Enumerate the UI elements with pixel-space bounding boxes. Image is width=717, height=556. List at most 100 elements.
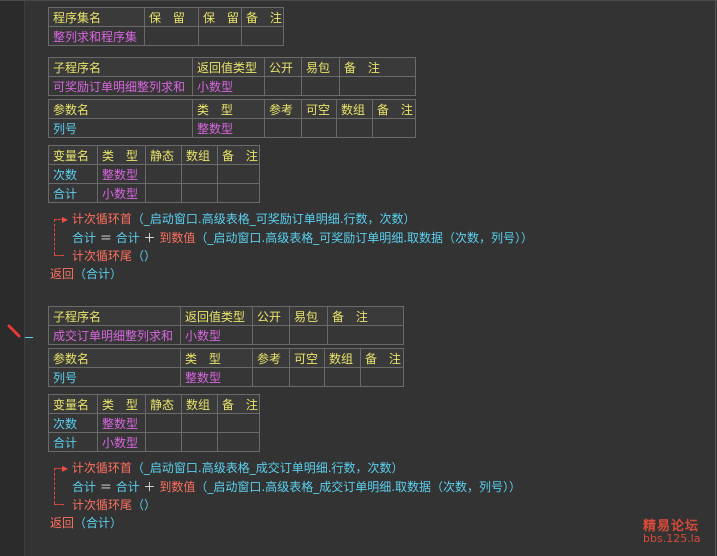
sub2-var-count-array[interactable] [181,413,218,433]
sub2-param-name-cell[interactable]: 列号 [48,367,181,387]
sub2-row[interactable]: 成交订单明细整列求和 小数型 [48,325,404,345]
sub2-header-table: 子程序名 返回值类型 公开 易包 备 注 成交订单明细整列求和 小数型 [48,306,404,345]
sub1-row[interactable]: 可奖励订单明细整列求和 小数型 [48,76,416,96]
assign-operator: ＝ [99,231,112,245]
sub2-nullable-cell[interactable] [289,367,325,387]
sub1-var-sum-array[interactable] [181,183,218,203]
sub1-param-row[interactable]: 列号 整数型 [48,118,416,138]
sub1-return-line[interactable]: 返回（合计） [50,265,122,282]
right-border [715,0,716,556]
sub1-var-count-array[interactable] [181,164,218,184]
by-ref-header: 参考 [252,348,290,368]
assign-expr-var: 合计 [115,480,140,494]
assembly-row[interactable]: 整列求和程序集 [48,26,284,46]
sub1-name-cell[interactable]: 可奖励订单明细整列求和 [48,76,193,96]
sub2-return-type-cell[interactable]: 小数型 [180,325,253,345]
sub1-var-count-type[interactable]: 整数型 [97,164,146,184]
sub2-assign-line[interactable]: 合计 ＝ 合计 ＋ 到数值（_启动窗口.高级表格_成交订单明细.取数据（次数，列… [72,478,521,495]
sub1-loop-head-line[interactable]: ▸ 计次循环首（_启动窗口.高级表格_可奖励订单明细.行数，次数） [62,210,416,227]
array-header: 数组 [181,145,218,165]
sub1-var-header-row: 变量名 类 型 静态 数组 备 注 [48,145,260,165]
sub2-param-row[interactable]: 列号 整数型 [48,367,404,387]
to-number-keyword: 到数值 [159,480,196,494]
sub1-array-cell[interactable] [336,118,373,138]
sub2-var-sum-name[interactable]: 合计 [48,432,98,452]
sub1-nullable-cell[interactable] [301,118,337,138]
sub2-var-table: 变量名 类 型 静态 数组 备 注 次数 整数型 合计 小数型 [48,394,260,452]
remark-cell[interactable] [241,26,284,46]
sub1-var-table: 变量名 类 型 静态 数组 备 注 次数 整数型 合计 小数型 [48,145,260,203]
sub1-loop-tail-line[interactable]: 计次循环尾（） [72,247,156,264]
sub2-easy-pack-cell[interactable] [289,325,328,345]
remark-header: 备 注 [217,394,260,414]
sub1-param-remark-cell[interactable] [372,118,416,138]
sub2-param-type-cell[interactable]: 整数型 [180,367,253,387]
loop-bracket-line [54,219,55,255]
sub1-var-count-name[interactable]: 次数 [48,164,98,184]
sub1-var-row[interactable]: 合计 小数型 [48,183,260,203]
top-border [0,0,717,1]
reserved-cell-2[interactable] [198,26,242,46]
sub1-return-type-cell[interactable]: 小数型 [192,76,265,96]
sub2-var-row[interactable]: 合计 小数型 [48,432,260,452]
return-args: （合计） [74,267,123,281]
loop-head-keyword: 计次循环首 [71,212,132,226]
sub1-var-sum-name[interactable]: 合计 [48,183,98,203]
sub2-param-header-row: 参数名 类 型 参考 可空 数组 备 注 [48,348,404,368]
sub2-param-remark-cell[interactable] [360,367,404,387]
sub2-param-table: 参数名 类 型 参考 可空 数组 备 注 列号 整数型 [48,348,404,387]
remark-header: 备 注 [339,57,416,77]
sub1-var-count-static[interactable] [145,164,182,184]
sub1-var-count-remark[interactable] [217,164,260,184]
array-header: 数组 [336,99,373,119]
sub2-var-count-remark[interactable] [217,413,260,433]
breakpoint-marker-icon[interactable] [7,324,21,338]
array-header: 数组 [181,394,218,414]
loop-bracket-bottom [54,255,64,256]
sub2-var-sum-array[interactable] [181,432,218,452]
remark-header: 备 注 [217,145,260,165]
watermark-title: 精易论坛 [643,519,700,534]
remark-header: 备 注 [372,99,416,119]
sub1-param-name-cell[interactable]: 列号 [48,118,193,138]
sub2-return-line[interactable]: 返回（合计） [50,514,122,531]
sub1-var-row[interactable]: 次数 整数型 [48,164,260,184]
sub2-var-sum-static[interactable] [145,432,182,452]
reserved-cell-1[interactable] [144,26,199,46]
sub2-loop-tail-line[interactable]: 计次循环尾（） [72,496,156,513]
return-type-header: 返回值类型 [192,57,265,77]
array-header: 数组 [324,348,361,368]
sub2-by-ref-cell[interactable] [252,367,290,387]
arrow-icon: ▸ [62,461,69,475]
sub1-assign-line[interactable]: 合计 ＝ 合计 ＋ 到数值（_启动窗口.高级表格_可奖励订单明细.取数据（次数，… [72,229,533,246]
sub1-remark-cell[interactable] [339,76,416,96]
loop-tail-keyword: 计次循环尾 [72,249,133,263]
sub2-array-cell[interactable] [324,367,361,387]
sub2-var-count-name[interactable]: 次数 [48,413,98,433]
public-header: 公开 [252,306,290,326]
param-type-header: 类 型 [192,99,265,119]
loop-head-args: （_启动窗口.高级表格_可奖励订单明细.行数，次数） [131,212,416,226]
assembly-name-cell[interactable]: 整列求和程序集 [48,26,145,46]
sub2-name-cell[interactable]: 成交订单明细整列求和 [48,325,181,345]
return-keyword: 返回 [50,267,75,281]
sub2-var-count-type[interactable]: 整数型 [97,413,146,433]
param-name-header: 参数名 [48,99,193,119]
sub2-loop-head-line[interactable]: ▸ 计次循环首（_启动窗口.高级表格_成交订单明细.行数，次数） [62,459,404,476]
sub2-var-sum-remark[interactable] [217,432,260,452]
sub2-var-row[interactable]: 次数 整数型 [48,413,260,433]
sub2-remark-cell[interactable] [327,325,404,345]
sub2-var-sum-type[interactable]: 小数型 [97,432,146,452]
loop-tail-args: （） [132,249,157,263]
sub1-var-sum-remark[interactable] [217,183,260,203]
sub2-public-cell[interactable] [252,325,290,345]
remark-header: 备 注 [241,7,284,27]
sub1-by-ref-cell[interactable] [264,118,302,138]
easy-pack-header: 易包 [301,57,340,77]
sub1-public-cell[interactable] [264,76,302,96]
sub1-var-sum-type[interactable]: 小数型 [97,183,146,203]
sub1-easy-pack-cell[interactable] [301,76,340,96]
sub2-var-count-static[interactable] [145,413,182,433]
sub1-var-sum-static[interactable] [145,183,182,203]
sub1-param-type-cell[interactable]: 整数型 [192,118,265,138]
